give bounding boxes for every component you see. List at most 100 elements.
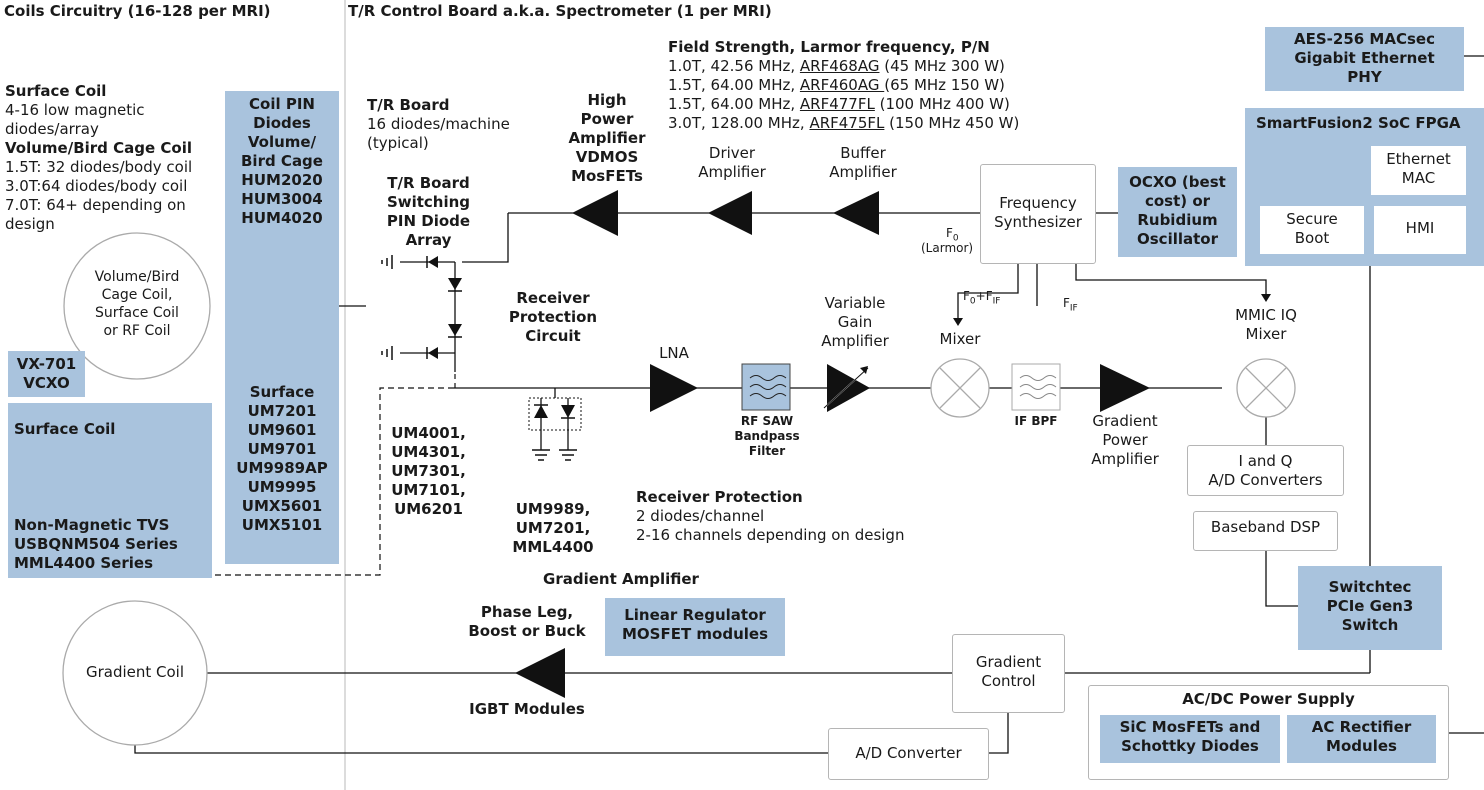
tr-diode-3 [428, 256, 438, 268]
baseband-box: Baseband DSP [1193, 511, 1338, 551]
if-bpf-symbol [1011, 363, 1061, 411]
field-strength-title: Field Strength, Larmor frequency, P/N [668, 38, 990, 56]
gradient-coil-label: Gradient Coil [85, 663, 185, 681]
ocxo-box: OCXO (best cost) or Rubidium Oscillator [1118, 167, 1237, 257]
switchtec-box: Switchtec PCIe Gen3 Switch [1298, 566, 1442, 650]
volume-line-3: 7.0T: 64+ depending on [5, 196, 186, 214]
hmi-box: HMI [1374, 206, 1466, 254]
vga-label: Variable Gain Amplifier [821, 294, 889, 350]
field-row-4: 3.0T, 128.00 MHz, ARF475FL (150 MHz 450 … [668, 114, 1020, 132]
rx-protection-info-title: Receiver Protection [636, 488, 803, 506]
f0fif-arrow [953, 318, 963, 326]
rx-protection-top: Receiver Protection Circuit [508, 289, 598, 345]
vx701-vcxo: VX-701 VCXO [8, 351, 85, 397]
surface-coil-box-title: Surface Coil [14, 420, 116, 438]
rx-prot-diode-2 [561, 405, 575, 418]
fpga-title: SmartFusion2 SoC FPGA [1256, 114, 1461, 132]
surface-line-1: 4-16 low magnetic [5, 101, 145, 119]
field-row-1: 1.0T, 42.56 MHz, ARF468AG (45 MHz 300 W) [668, 57, 1005, 75]
igbt-label: IGBT Modules [469, 700, 585, 718]
tr-diode-1 [448, 278, 462, 290]
tr-board-info: T/R Board 16 diodes/machine (typical) [367, 96, 510, 153]
linear-regulator-box: Linear Regulator MOSFET modules [605, 598, 785, 656]
rx-prot-diode-1 [534, 405, 548, 418]
volume-line-2: 3.0T:64 diodes/body coil [5, 177, 188, 195]
coil-pin-diodes-box [225, 91, 339, 564]
coil-pin-top-text: Coil PIN Diodes Volume/ Bird Cage HUM202… [241, 95, 323, 227]
gradient-control-box: Gradient Control [952, 634, 1065, 713]
tr-diode-4 [428, 347, 438, 359]
vga-symbol [827, 364, 870, 412]
secure-boot-box: Secure Boot [1260, 206, 1364, 254]
f0fif-line [957, 263, 1019, 320]
phase-leg-label: Phase Leg, Boost or Buck [468, 603, 586, 640]
tr-switch-top-text: T/R Board Switching PIN Diode Array [386, 174, 471, 249]
volume-line-4: design [5, 215, 55, 233]
tr-diode-2 [448, 324, 462, 336]
hpa-text: High Power Amplifier VDMOS MosFETs [568, 91, 646, 185]
surface-coil-title: Surface Coil [5, 82, 107, 100]
rx-protection-info: Receiver Protection 2 diodes/channel 2-1… [636, 488, 904, 545]
saw-filter-symbol [741, 363, 791, 411]
field-row-3: 1.5T, 64.00 MHz, ARF477FL (100 MHz 400 W… [668, 95, 1010, 113]
f0fif-label: F0+FIF [963, 289, 1001, 307]
pn-link-1[interactable]: ARF468AG [799, 57, 880, 75]
fif-label: FIF [1063, 296, 1078, 314]
hpa-symbol [572, 190, 618, 236]
surface-coil-box-footer: Non-Magnetic TVS USBQNM504 Series MML440… [14, 516, 178, 572]
f0-label: F0 [946, 226, 959, 244]
coil-pin-bottom-text: Surface UM7201 UM9601 UM9701 UM9989AP UM… [236, 383, 328, 534]
adc-box: A/D Converter [828, 728, 989, 780]
rx-protection-info-2: 2-16 channels depending on design [636, 526, 905, 544]
coil-circle [63, 232, 211, 380]
gpa-symbol [1100, 364, 1150, 412]
lo-line [1075, 263, 1267, 296]
pn-link-4[interactable]: ARF475FL [809, 114, 885, 132]
freq-synth-box [980, 164, 1096, 264]
mixer-label: Mixer [939, 330, 981, 348]
tr-header: T/R Control Board a.k.a. Spectrometer (1… [348, 2, 772, 20]
buffer-symbol [833, 191, 879, 235]
buffer-amp-label: Buffer Amplifier [829, 144, 897, 181]
saw-label: RF SAW Bandpass Filter [734, 414, 800, 458]
pn-link-3[interactable]: ARF477FL [799, 95, 875, 113]
pn-link-2[interactable]: ARF460AG [799, 76, 885, 94]
rx-protection-info-1: 2 diodes/channel [636, 507, 765, 525]
driver-amp-label: Driver Amplifier [698, 144, 766, 181]
coil-circle-label: Volume/Bird Cage Coil, Surface Coil or R… [94, 269, 180, 339]
field-row-2: 1.5T, 64.00 MHz, ARF460AG (65 MHz 150 W) [668, 76, 1005, 94]
acdc-title: AC/DC Power Supply [1182, 690, 1355, 708]
volume-coil-title: Volume/Bird Cage Coil [5, 139, 192, 157]
tr-board-line-1: 16 diodes/machine [367, 115, 510, 133]
tx-to-tr-line [462, 213, 509, 263]
tr-board-title: T/R Board [367, 96, 450, 114]
gpa-label: Gradient Power Amplifier [1091, 412, 1159, 468]
iq-adc-box: I and Q A/D Converters [1187, 445, 1344, 496]
tr-board-line-2: (typical) [367, 134, 429, 152]
gradient-coil-circle [62, 600, 208, 746]
coils-header: Coils Circuitry (16-128 per MRI) [4, 2, 271, 20]
driver-symbol [708, 191, 752, 235]
volume-line-1: 1.5T: 32 diodes/body coil [5, 158, 193, 176]
igbt-amp-symbol [515, 648, 565, 698]
rx-protection-bottom: UM9989, UM7201, MML4400 [512, 500, 594, 556]
mmic-label: MMIC IQ Mixer [1235, 306, 1297, 343]
field-strength-table: Field Strength, Larmor frequency, P/N 1.… [668, 38, 1019, 133]
if-bpf-label: IF BPF [1014, 414, 1058, 428]
lna-label: LNA [659, 344, 689, 362]
lna-symbol [650, 364, 698, 412]
aes-phy-box: AES-256 MACsec Gigabit Ethernet PHY [1265, 27, 1464, 91]
larmor-label: (Larmor) [921, 241, 974, 255]
sic-mosfet-box: SiC MosFETs and Schottky Diodes [1100, 715, 1280, 763]
surface-coil-box [8, 403, 212, 578]
ac-rectifier-box: AC Rectifier Modules [1287, 715, 1436, 763]
surface-line-2: diodes/array [5, 120, 99, 138]
tr-switch-bottom-text: UM4001, UM4301, UM7301, UM7101, UM6201 [391, 424, 466, 518]
gradient-amp-title: Gradient Amplifier [543, 570, 699, 588]
freq-synth-label: Frequency Synthesizer [994, 194, 1082, 231]
rx-prot-diode-box [528, 397, 582, 431]
lo-arrow [1261, 294, 1271, 302]
ethernet-mac-box: Ethernet MAC [1371, 146, 1466, 195]
surface-coil-info: Surface Coil 4-16 low magnetic diodes/ar… [5, 82, 220, 234]
